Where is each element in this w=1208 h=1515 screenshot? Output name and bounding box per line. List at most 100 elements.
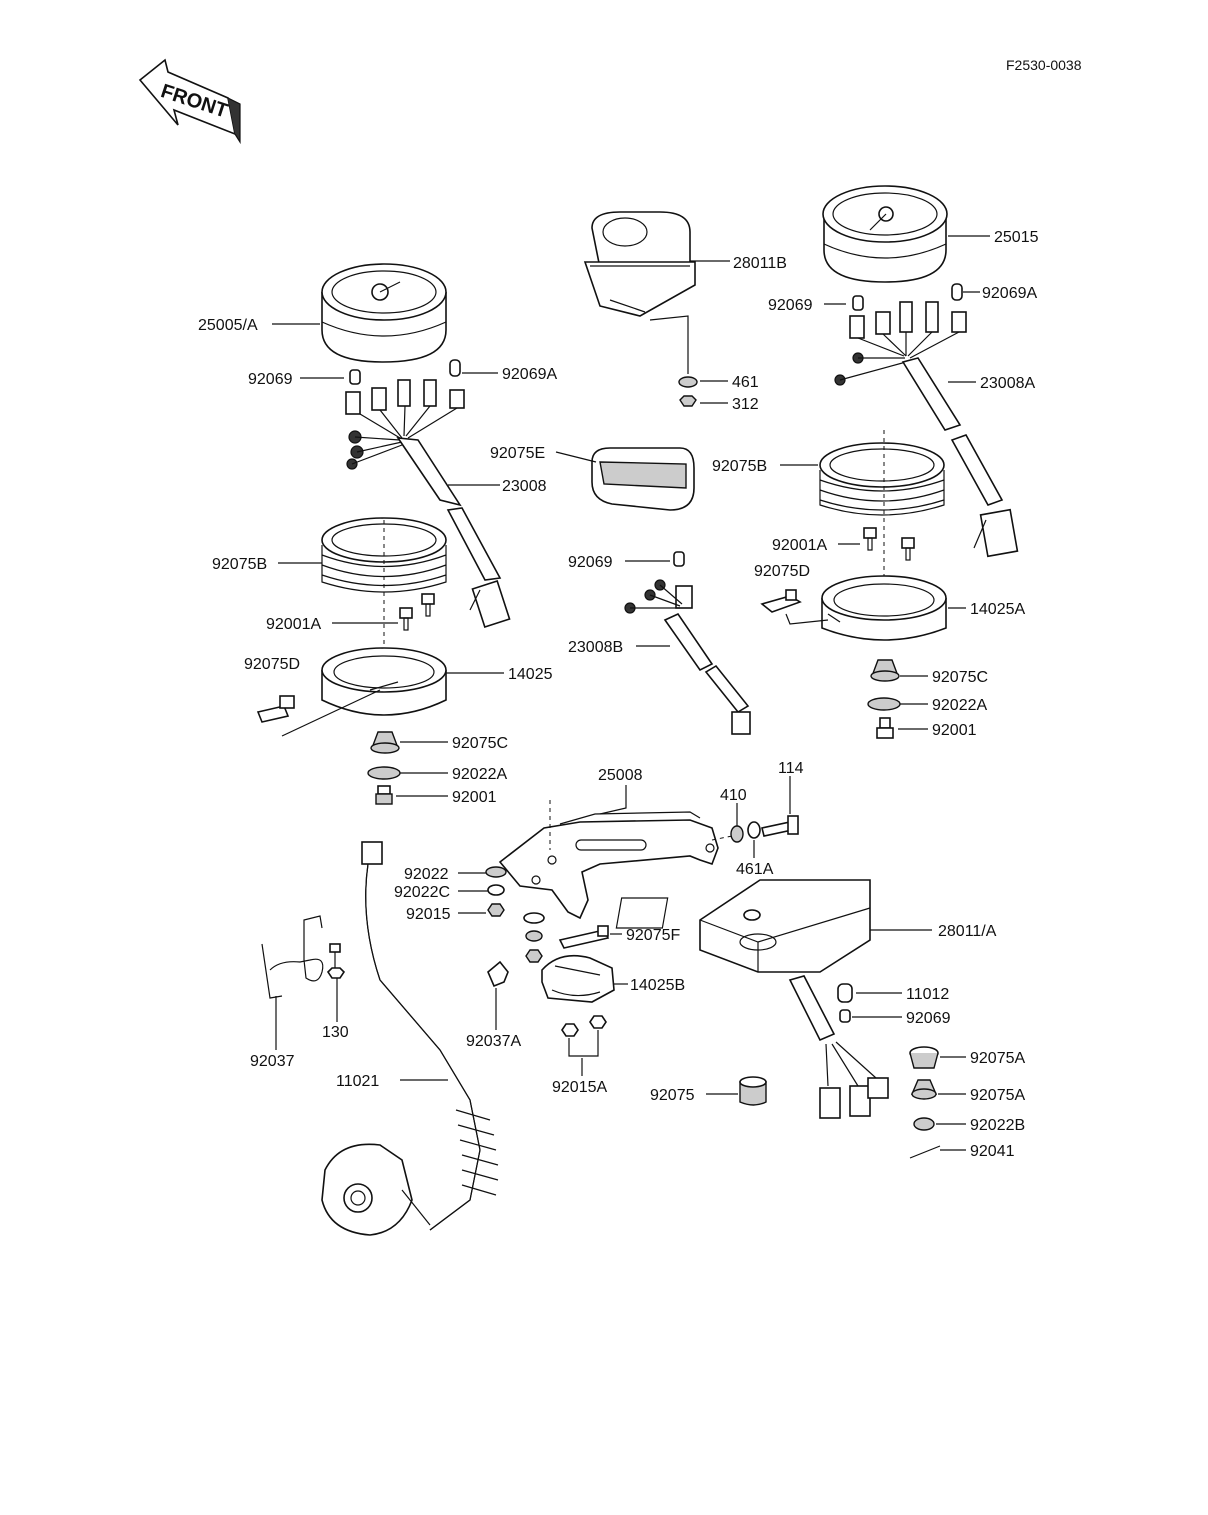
label-14025: 14025 bbox=[508, 666, 553, 683]
label-92075: 92075 bbox=[650, 1087, 695, 1104]
label-92001-left: 92001 bbox=[452, 789, 497, 806]
label-114: 114 bbox=[778, 760, 804, 777]
label-92015A: 92015A bbox=[552, 1079, 607, 1096]
grommet-92075A-1-icon bbox=[909, 1046, 939, 1069]
washers-410-461A-bolt-114-icon bbox=[711, 815, 799, 843]
label-92022A-right: 92022A bbox=[932, 697, 987, 714]
case-14025-icon bbox=[321, 647, 447, 716]
harness-23008B-icon bbox=[624, 579, 751, 735]
case-14025A-icon bbox=[821, 575, 947, 641]
label-92037A: 92037A bbox=[466, 1033, 521, 1050]
label-14025B: 14025B bbox=[630, 977, 685, 994]
label-28011A: 28011/A bbox=[938, 923, 997, 940]
bolts-92001A-left-icon bbox=[399, 593, 435, 631]
gasket-92075E-icon bbox=[591, 447, 695, 511]
label-25005A: 25005/A bbox=[198, 317, 258, 334]
label-130: 130 bbox=[322, 1024, 349, 1041]
label-410: 410 bbox=[720, 787, 747, 804]
label-92022B: 92022B bbox=[970, 1117, 1025, 1134]
washer-461-icon bbox=[678, 376, 698, 388]
label-92075F: 92075F bbox=[626, 927, 680, 944]
label-92001A-left: 92001A bbox=[266, 616, 321, 633]
front-arrow-icon: FRONT bbox=[138, 58, 241, 145]
label-312: 312 bbox=[732, 396, 759, 413]
label-92069-mid: 92069 bbox=[568, 554, 613, 571]
grommet-92075C-left-icon bbox=[370, 731, 400, 754]
label-92075B-right: 92075B bbox=[712, 458, 767, 475]
label-92022A-left: 92022A bbox=[452, 766, 507, 783]
screw-92075D-left-icon bbox=[256, 689, 381, 737]
diagram-code: F2530-0038 bbox=[1006, 57, 1082, 73]
label-92075E: 92075E bbox=[490, 445, 545, 462]
gasket-92075B-right-icon bbox=[819, 442, 945, 516]
harness-23008-icon bbox=[396, 437, 511, 629]
bolts-92001A-right-icon bbox=[863, 527, 915, 561]
grommet-92075C-right-icon bbox=[870, 659, 900, 682]
label-28011B: 28011B bbox=[733, 255, 787, 272]
label-92001A-right: 92001A bbox=[772, 537, 827, 554]
label-92075C-right: 92075C bbox=[932, 669, 988, 686]
meter-25005-icon bbox=[321, 263, 447, 363]
meter-28011B-icon bbox=[583, 211, 696, 317]
bolt-92001-right-icon bbox=[876, 717, 894, 739]
label-92001-right: 92001 bbox=[932, 722, 977, 739]
clip-92075F-icon bbox=[558, 925, 610, 949]
screw-130-icon bbox=[326, 943, 346, 979]
label-92037: 92037 bbox=[250, 1053, 295, 1070]
label-92069-left: 92069 bbox=[248, 371, 293, 388]
label-25008: 25008 bbox=[598, 767, 643, 784]
bulb-sockets-right-icon bbox=[834, 283, 967, 386]
bulb-92069-mid-icon bbox=[673, 551, 685, 567]
harness-28011A-icon bbox=[788, 975, 889, 1119]
cable-11021-icon bbox=[361, 841, 499, 1231]
bulb-92069-bottom-icon bbox=[839, 1009, 851, 1023]
pin-92041-icon bbox=[909, 1145, 941, 1159]
label-25015: 25015 bbox=[994, 229, 1039, 246]
bracket-25008-icon bbox=[498, 800, 719, 920]
label-461A: 461A bbox=[736, 861, 774, 878]
washer-stack-left-icon bbox=[485, 866, 507, 917]
label-23008A: 23008A bbox=[980, 375, 1035, 392]
bolt-92001-left-icon bbox=[375, 785, 393, 805]
case-14025B-icon bbox=[541, 954, 615, 1003]
label-11012: 11012 bbox=[906, 986, 949, 1003]
grommet-92075-icon bbox=[739, 1076, 767, 1106]
nuts-92015A-icon bbox=[561, 1015, 607, 1057]
label-92069A-right: 92069A bbox=[982, 285, 1037, 302]
washer-92022A-right-icon bbox=[867, 697, 901, 711]
washer-stack-bracket-icon bbox=[523, 912, 545, 963]
label-92015: 92015 bbox=[406, 906, 451, 923]
washer-92022B-icon bbox=[913, 1117, 935, 1131]
label-461: 461 bbox=[732, 374, 759, 391]
washer-92022A-left-icon bbox=[367, 766, 401, 780]
clip-92037A-icon bbox=[487, 960, 509, 988]
label-14025A: 14025A bbox=[970, 601, 1025, 618]
label-11021: 11021 bbox=[336, 1073, 379, 1090]
label-92075A-2: 92075A bbox=[970, 1087, 1025, 1104]
clip-92075D-right-icon bbox=[760, 589, 829, 625]
bulb-11012-icon bbox=[837, 983, 853, 1003]
label-92041: 92041 bbox=[970, 1143, 1015, 1160]
grommet-92075A-2-icon bbox=[910, 1079, 938, 1100]
label-23008B: 23008B bbox=[568, 639, 623, 656]
label-92069-bottom: 92069 bbox=[906, 1010, 951, 1027]
nut-312-icon bbox=[679, 395, 697, 407]
bulb-sockets-left-icon bbox=[345, 359, 465, 470]
label-92069-right: 92069 bbox=[768, 297, 813, 314]
label-92022: 92022 bbox=[404, 866, 449, 883]
label-92075C-left: 92075C bbox=[452, 735, 508, 752]
indicator-28011A-icon bbox=[615, 879, 871, 973]
bracket-92037-icon bbox=[261, 915, 324, 999]
label-92075D-left: 92075D bbox=[244, 656, 300, 673]
part-labels: 28011B 25015 92069A 92069 23008A 461 312… bbox=[198, 229, 1039, 1160]
label-92022C: 92022C bbox=[394, 884, 450, 901]
label-92069A-left: 92069A bbox=[502, 366, 557, 383]
label-92075B-left: 92075B bbox=[212, 556, 267, 573]
label-23008: 23008 bbox=[502, 478, 547, 495]
label-92075D-right: 92075D bbox=[754, 563, 810, 580]
harness-23008A-icon bbox=[901, 357, 1019, 558]
label-92075A-1: 92075A bbox=[970, 1050, 1025, 1067]
meter-25015-icon bbox=[822, 185, 948, 283]
